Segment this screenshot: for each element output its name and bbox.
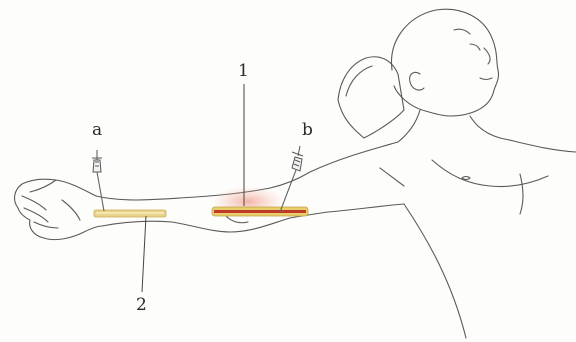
headrest-outline	[338, 57, 404, 138]
thumb-line	[30, 180, 56, 192]
label-a: a	[92, 122, 102, 139]
chest-line	[432, 160, 548, 187]
neck-outline	[398, 110, 420, 142]
headrest-inner-line	[346, 66, 372, 96]
vessel-strip-a-highlight	[96, 212, 164, 214]
armpit-line	[380, 168, 404, 186]
torso-top	[500, 138, 576, 152]
neck-front	[470, 116, 500, 138]
sternum-line	[520, 174, 523, 214]
nose-line	[484, 48, 490, 64]
label-2: 2	[136, 297, 147, 314]
finger-line-1	[22, 196, 46, 210]
finger-line-3	[34, 222, 58, 228]
head-outline	[391, 9, 498, 116]
syringe-needle-icon	[280, 146, 303, 212]
elbow-crease	[226, 216, 248, 223]
finger-line-2	[24, 208, 48, 222]
syringe-needle-icon	[92, 150, 104, 211]
label-1: 1	[238, 63, 249, 80]
eye-line	[454, 29, 470, 34]
forearm-bottom	[102, 218, 290, 232]
mouth-line	[480, 78, 492, 80]
nipple-mark	[462, 177, 470, 180]
eye-line-2	[470, 44, 480, 50]
leader-line-2	[142, 216, 146, 292]
vessel-strip-b-core	[214, 210, 306, 213]
label-b: b	[302, 122, 313, 139]
palm-line	[62, 200, 80, 220]
ear-outline	[410, 72, 424, 90]
upper-arm-top	[270, 142, 398, 188]
torso-side	[404, 204, 466, 338]
